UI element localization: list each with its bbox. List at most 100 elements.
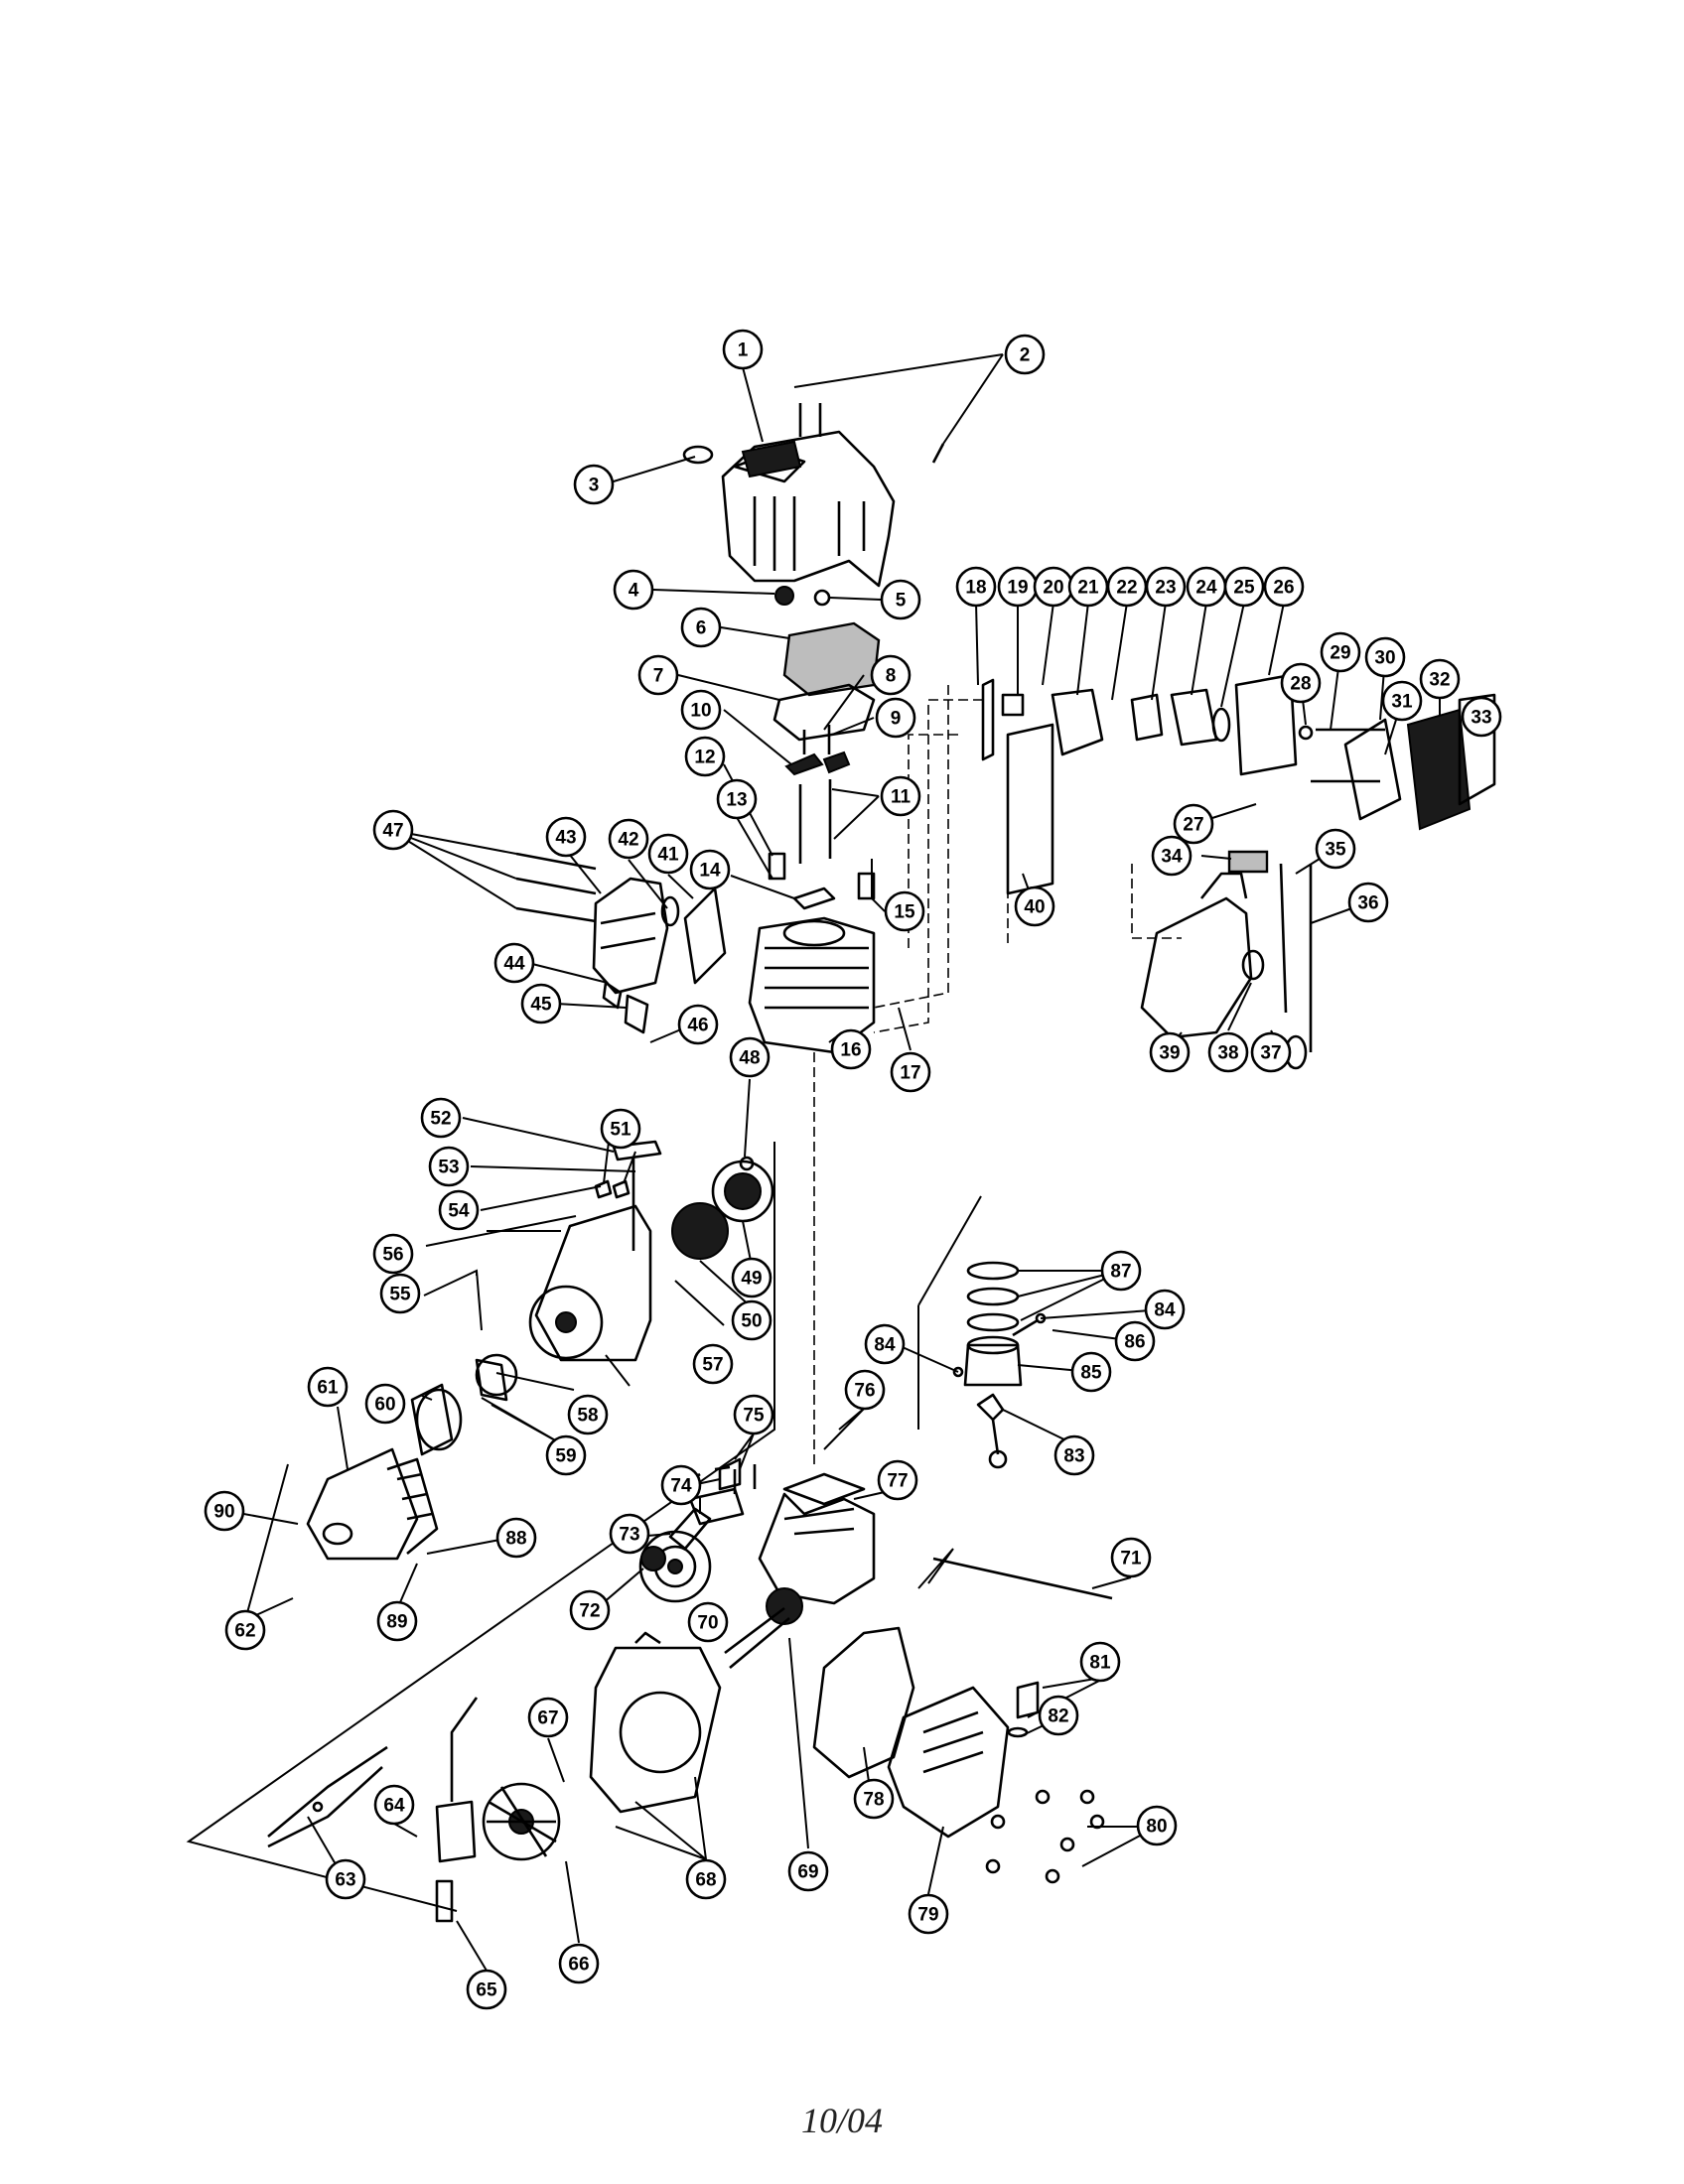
callout-17: 17 [890, 1051, 931, 1093]
callout-number: 11 [891, 787, 912, 808]
callout-86: 86 [1114, 1320, 1156, 1362]
callout-number: 83 [1063, 1446, 1084, 1467]
callout-number: 77 [887, 1471, 908, 1492]
callout-69: 69 [787, 1850, 829, 1892]
clutch-drawing [306, 1353, 518, 1561]
callout-82: 82 [1038, 1695, 1079, 1736]
callout-circle [1100, 1250, 1142, 1292]
callout-33: 33 [1461, 696, 1502, 738]
callout-47: 47 [372, 809, 414, 851]
callout-circle [1004, 334, 1046, 375]
callout-87: 87 [1100, 1250, 1142, 1292]
callout-circle [420, 1097, 462, 1139]
callout-circle [844, 1369, 886, 1411]
callout-number: 24 [1195, 578, 1217, 599]
callout-circle [877, 1459, 918, 1501]
callout-74: 74 [660, 1464, 702, 1506]
callout-58: 58 [567, 1394, 609, 1435]
callout-circle [864, 1323, 906, 1365]
gearhead-drawing [640, 1457, 742, 1571]
callout-circle [1038, 1695, 1079, 1736]
callout-circle [613, 569, 654, 611]
callout-circle [1250, 1031, 1292, 1073]
callout-circle [1280, 662, 1322, 704]
callout-circle [428, 1146, 470, 1187]
callout-number: 84 [874, 1335, 896, 1356]
callout-number: 56 [382, 1245, 403, 1266]
callout-number: 15 [894, 902, 915, 923]
callout-number: 18 [965, 578, 986, 599]
callout-circle [870, 654, 912, 696]
callout-number: 1 [738, 341, 749, 361]
callout-81: 81 [1079, 1641, 1121, 1683]
callout-number: 62 [234, 1621, 255, 1642]
callout-10: 10 [680, 689, 722, 731]
callout-36: 36 [1347, 882, 1389, 923]
callout-circle [1053, 1434, 1095, 1476]
callout-number: 19 [1007, 578, 1028, 599]
callout-67: 67 [527, 1697, 569, 1738]
callout-80: 80 [1136, 1805, 1178, 1846]
callout-84: 84 [864, 1323, 906, 1365]
callout-56: 56 [372, 1233, 414, 1275]
callout-72: 72 [569, 1589, 611, 1631]
callout-circle [1207, 1031, 1249, 1073]
callout-circle [680, 689, 722, 731]
callout-63: 63 [325, 1858, 366, 1900]
callout-circle [1145, 566, 1187, 608]
callout-number: 32 [1429, 670, 1450, 691]
callout-circle [1144, 1289, 1186, 1330]
callout-30: 30 [1364, 636, 1406, 678]
callout-number: 41 [657, 845, 679, 866]
callout-90: 90 [204, 1490, 245, 1532]
callout-number: 21 [1077, 578, 1099, 599]
callout-number: 5 [896, 591, 907, 612]
fuel-tank-drawing [1140, 850, 1313, 1070]
callout-53: 53 [428, 1146, 470, 1187]
callout-number: 87 [1110, 1262, 1131, 1283]
callout-circle [731, 1257, 772, 1298]
callout-circle [884, 890, 925, 932]
callout-2: 2 [1004, 334, 1046, 375]
callout-circle [853, 1778, 895, 1820]
callout-circle [722, 329, 764, 370]
callout-number: 10 [690, 701, 711, 722]
callout-31: 31 [1381, 680, 1423, 722]
callout-79: 79 [908, 1893, 949, 1935]
callout-number: 81 [1089, 1653, 1111, 1674]
callout-number: 51 [610, 1120, 632, 1141]
callout-15: 15 [884, 890, 925, 932]
callout-number: 13 [726, 790, 747, 811]
callout-number: 60 [374, 1395, 395, 1416]
callout-number: 64 [383, 1796, 405, 1817]
callout-number: 22 [1116, 578, 1137, 599]
guide-lines [813, 685, 1182, 1469]
callout-60: 60 [364, 1383, 406, 1425]
callout-circle [1149, 1031, 1191, 1073]
callout-circle [733, 1394, 774, 1435]
callout-24: 24 [1186, 566, 1227, 608]
callout-68: 68 [685, 1858, 727, 1900]
engine-cover-drawing [682, 430, 896, 588]
callout-number: 29 [1330, 643, 1350, 664]
callout-number: 54 [448, 1201, 470, 1222]
callout-78: 78 [853, 1778, 895, 1820]
crankcase-drawing [638, 1464, 1113, 1669]
callout-circle [204, 1490, 245, 1532]
callout-62: 62 [224, 1609, 266, 1651]
callout-circle [955, 566, 997, 608]
callout-32: 32 [1419, 658, 1461, 700]
callout-26: 26 [1263, 566, 1305, 608]
callout-number: 20 [1043, 578, 1063, 599]
callout-circle [527, 1697, 569, 1738]
boundary-lines [186, 1142, 982, 1912]
callout-6: 6 [680, 607, 722, 648]
carburetor-stack-drawing [981, 673, 1496, 895]
callout-9: 9 [875, 697, 916, 739]
callout-circle [729, 1036, 771, 1078]
callout-circle [1110, 1537, 1152, 1578]
callout-number: 55 [389, 1285, 411, 1305]
callout-1: 1 [722, 329, 764, 370]
callout-number: 43 [555, 828, 576, 849]
